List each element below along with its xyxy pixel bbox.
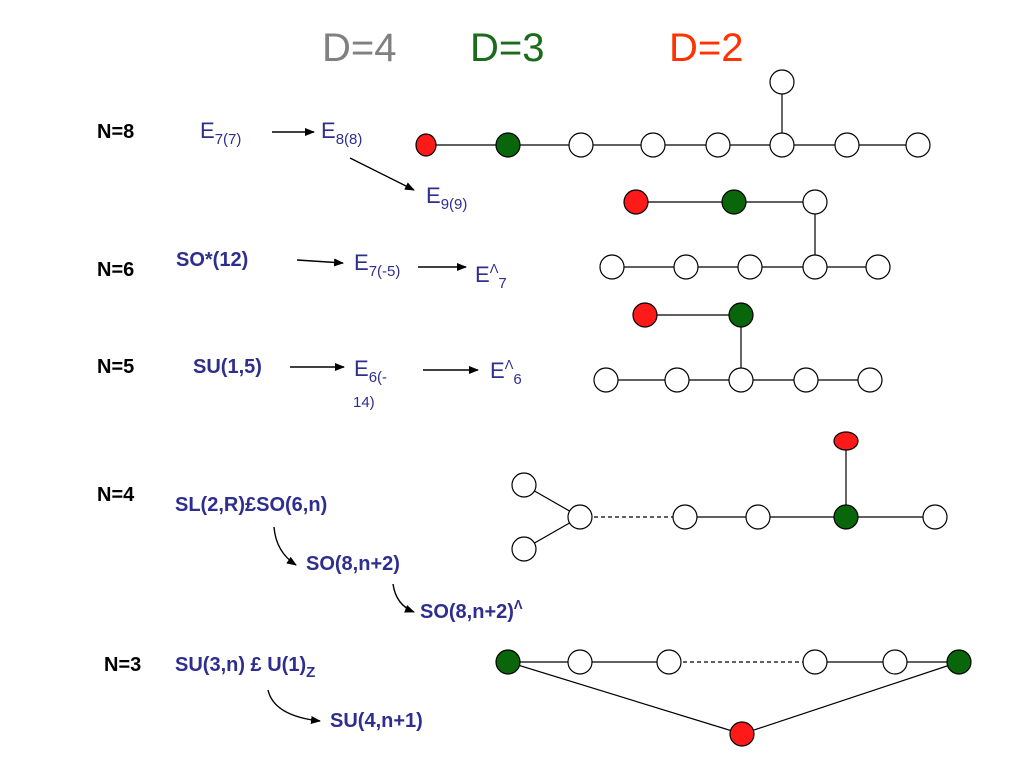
group-e6-14: E6(- bbox=[354, 356, 388, 386]
node-red bbox=[623, 189, 649, 215]
header-d3: D=3 bbox=[470, 26, 545, 70]
node bbox=[793, 367, 819, 393]
node bbox=[769, 132, 795, 158]
node bbox=[640, 132, 666, 158]
node bbox=[905, 132, 931, 158]
arrow-su3-to-su4 bbox=[267, 689, 321, 725]
arrow-e8-to-e9 bbox=[349, 157, 415, 191]
node bbox=[656, 649, 682, 675]
group-sl2r-so6n: SL(2,R)£SO(6,n) bbox=[175, 494, 328, 516]
group-su15: SU(1,5) bbox=[193, 356, 262, 378]
dynkin-n3 bbox=[495, 649, 972, 747]
row-label-n4: N=4 bbox=[97, 484, 135, 506]
dynkin-n6 bbox=[599, 189, 891, 280]
node bbox=[593, 367, 619, 393]
group-e7-7: E7(7) bbox=[200, 118, 242, 148]
group-e6-14-sub-continuation: 14) bbox=[353, 394, 375, 411]
dynkin-n4 bbox=[511, 431, 948, 562]
row-label-n8: N=8 bbox=[97, 121, 135, 143]
node bbox=[802, 189, 828, 215]
header-d2: D=2 bbox=[669, 26, 744, 70]
row-label-n3: N=3 bbox=[104, 654, 142, 676]
node bbox=[664, 367, 690, 393]
node bbox=[737, 254, 763, 280]
node bbox=[922, 504, 948, 530]
node-green bbox=[495, 132, 521, 158]
node bbox=[567, 504, 593, 530]
node-red bbox=[833, 431, 859, 451]
node-green bbox=[495, 649, 521, 675]
row-label-n6: N=6 bbox=[97, 259, 135, 281]
group-e-lambda-7: EΛ7 bbox=[475, 261, 507, 292]
node bbox=[728, 367, 754, 393]
group-su3n-u1z: SU(3,n) £ U(1)Z bbox=[175, 654, 316, 681]
node bbox=[511, 536, 537, 562]
node bbox=[769, 69, 795, 95]
group-so12: SO*(12) bbox=[176, 249, 249, 271]
arrow-so8-to-so8lambda bbox=[392, 583, 415, 613]
node bbox=[705, 132, 731, 158]
group-e9-9: E9(9) bbox=[426, 183, 468, 213]
header-d4: D=4 bbox=[322, 26, 397, 70]
node bbox=[802, 649, 828, 675]
node bbox=[568, 132, 594, 158]
node-red bbox=[415, 133, 437, 157]
node bbox=[673, 254, 699, 280]
group-e8-8: E8(8) bbox=[321, 118, 363, 148]
dynkin-n5 bbox=[593, 302, 883, 393]
node bbox=[857, 367, 883, 393]
node-red bbox=[729, 721, 755, 747]
group-e7-5: E7(-5) bbox=[354, 250, 401, 280]
node-green bbox=[833, 504, 859, 530]
arrow-so12-to-e7 bbox=[296, 258, 344, 267]
node-red bbox=[632, 302, 658, 328]
group-e-lambda-6: EΛ6 bbox=[490, 357, 522, 388]
node bbox=[865, 254, 891, 280]
node-green bbox=[728, 302, 754, 328]
node bbox=[882, 649, 908, 675]
node-green bbox=[946, 649, 972, 675]
arrows bbox=[267, 128, 479, 725]
arrow-sl2r-to-so8 bbox=[273, 526, 297, 566]
group-so8n2-lambda: SO(8,n+2)Λ bbox=[420, 597, 523, 623]
group-so8n2: SO(8,n+2) bbox=[306, 553, 400, 575]
node bbox=[834, 132, 860, 158]
dynkin-n8 bbox=[415, 69, 931, 158]
node bbox=[599, 254, 625, 280]
node bbox=[672, 504, 698, 530]
node-green bbox=[721, 189, 747, 215]
node bbox=[511, 472, 537, 498]
node bbox=[802, 254, 828, 280]
node bbox=[567, 649, 593, 675]
node bbox=[745, 504, 771, 530]
group-su4n1: SU(4,n+1) bbox=[330, 710, 423, 732]
row-label-n5: N=5 bbox=[97, 356, 135, 378]
